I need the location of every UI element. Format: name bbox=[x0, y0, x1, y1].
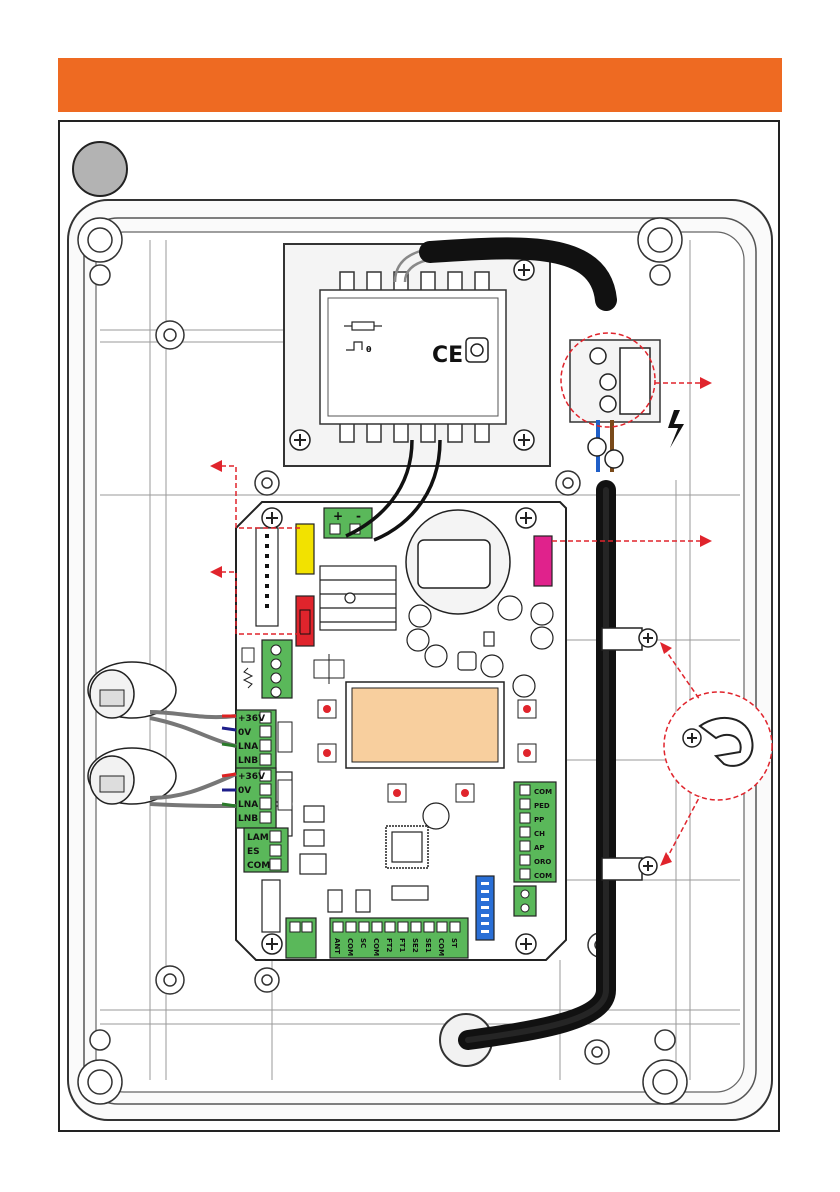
bottom-label-1: ANT bbox=[333, 938, 341, 954]
lamp-label-2: ES bbox=[247, 847, 260, 857]
motor-b-terminal: +36V 0V LNA LNB bbox=[236, 768, 276, 828]
lamp-label-3: COM bbox=[247, 861, 270, 871]
screw-icon bbox=[514, 260, 534, 280]
push-button[interactable] bbox=[456, 784, 474, 802]
push-button[interactable] bbox=[518, 700, 536, 718]
control-board: + - bbox=[236, 502, 566, 960]
push-button[interactable] bbox=[318, 744, 336, 762]
input-label-3: PP bbox=[534, 816, 544, 824]
motor-a-terminal: +36V 0V LNA LNB bbox=[236, 710, 276, 770]
motor-a-label-2: 0V bbox=[238, 728, 251, 738]
bottom-label-5: FT2 bbox=[385, 938, 393, 953]
input-label-7: COM bbox=[534, 872, 552, 880]
radio-receiver-connector bbox=[534, 536, 552, 586]
screw-icon bbox=[262, 508, 282, 528]
transformer: θ CE bbox=[284, 244, 550, 466]
bottom-label-10: ST bbox=[450, 938, 458, 948]
motor-b-label-4: LNB bbox=[238, 814, 258, 824]
fuse-yellow bbox=[296, 524, 314, 574]
motor-a-label-4: LNB bbox=[238, 756, 258, 766]
bottom-label-6: FT1 bbox=[398, 938, 406, 953]
power-plus-label: + bbox=[333, 509, 343, 523]
motor-a-label-3: LNA bbox=[238, 742, 258, 752]
cable-clamp bbox=[602, 628, 657, 650]
lamp-terminal: LAM ES COM bbox=[244, 828, 288, 872]
bottom-label-8: SE1 bbox=[424, 938, 432, 953]
input-label-4: CH bbox=[534, 830, 545, 838]
bottom-label-9: COM bbox=[437, 938, 445, 956]
power-minus-label: - bbox=[356, 509, 361, 523]
motor-a-label-1: +36V bbox=[238, 714, 265, 724]
inputs-terminal: COM PED PP CH AP ORO COM bbox=[514, 782, 556, 882]
screw-icon bbox=[262, 934, 282, 954]
input-label-5: AP bbox=[534, 844, 545, 852]
bottom-terminal: ANT COM SC COM FT2 FT1 SE2 SE1 COM ST bbox=[330, 918, 468, 958]
screw-icon bbox=[290, 430, 310, 450]
motor-b-label-1: +36V bbox=[238, 772, 265, 782]
push-button[interactable] bbox=[518, 744, 536, 762]
screw-icon bbox=[516, 508, 536, 528]
bottom-label-2: COM bbox=[346, 938, 354, 956]
svg-text:θ: θ bbox=[366, 345, 372, 354]
ce-mark-icon: CE bbox=[432, 343, 463, 368]
lcd-display bbox=[352, 688, 498, 762]
fuse-red bbox=[296, 596, 314, 646]
screw-icon bbox=[516, 934, 536, 954]
lamp-label-1: LAM bbox=[247, 833, 269, 843]
clamp-detail-callout bbox=[664, 692, 772, 800]
screw-icon bbox=[514, 430, 534, 450]
bottom-label-7: SE2 bbox=[411, 938, 419, 953]
push-button[interactable] bbox=[388, 784, 406, 802]
bottom-label-4: COM bbox=[372, 938, 380, 956]
input-label-2: PED bbox=[534, 802, 550, 810]
input-label-1: COM bbox=[534, 788, 552, 796]
input-label-6: ORO bbox=[534, 858, 551, 866]
motor-b-label-3: LNA bbox=[238, 800, 258, 810]
push-button[interactable] bbox=[318, 700, 336, 718]
motor-b-label-2: 0V bbox=[238, 786, 251, 796]
bottom-label-3: SC bbox=[359, 938, 367, 948]
